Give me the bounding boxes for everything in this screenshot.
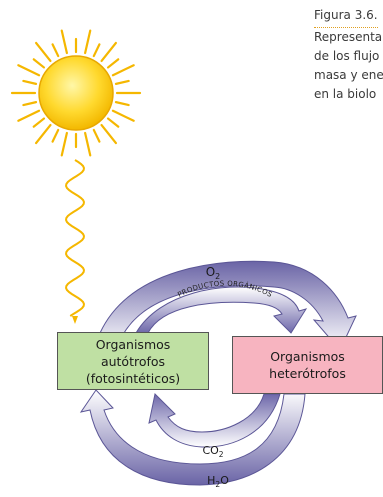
sun-ray: [92, 128, 101, 143]
sun-ray: [106, 58, 120, 69]
sun-ray: [106, 117, 120, 128]
sun-ray: [111, 64, 135, 77]
sun-ray: [22, 79, 38, 85]
organic-products-arrow: [135, 286, 308, 334]
caption-line: Representa: [314, 30, 383, 44]
h2o-arrow: [79, 389, 306, 486]
o2-label: O2: [206, 265, 221, 281]
sun-ray: [32, 117, 46, 128]
sun-ray: [34, 41, 52, 63]
sun-ray: [92, 43, 101, 58]
sun-ray: [114, 79, 130, 85]
autotrophs-line: (fotosintéticos): [85, 370, 181, 386]
caption-title: Figura 3.6.: [314, 6, 378, 28]
sun-ray: [34, 123, 52, 145]
sun-ray: [17, 109, 41, 122]
heterotrophs-line: heterótrofos: [269, 366, 346, 381]
caption-line: de los flujo: [314, 49, 380, 63]
figure-caption: Figura 3.6. Representa de los flujo masa…: [314, 6, 383, 104]
h2o-label: H2O: [207, 474, 229, 489]
caption-line: en la biolo: [314, 87, 377, 101]
sun-ray: [51, 43, 60, 58]
heterotrophs-box: Organismos heterótrofos: [232, 336, 383, 394]
autotrophs-line: autótrofos: [100, 353, 166, 369]
sun-ray: [51, 128, 60, 143]
co2-arrow: [148, 392, 281, 448]
sun-ray: [84, 29, 92, 55]
sun-ray: [100, 41, 118, 63]
co2-label: CO2: [202, 444, 223, 459]
sun-ray: [32, 58, 46, 69]
sun-ray: [60, 131, 68, 157]
sun-ray: [111, 109, 135, 122]
sun-ray: [22, 101, 38, 107]
caption-line: masa y ene: [314, 68, 383, 82]
o2-arrow: [99, 260, 357, 351]
sun-icon: [10, 29, 142, 157]
sun-ray: [100, 123, 118, 145]
sun-ray: [17, 64, 41, 77]
light-ray-arrowhead: [72, 316, 78, 324]
sun-ray: [84, 131, 92, 157]
autotrophs-box: Organismos autótrofos (fotosintéticos): [57, 332, 209, 390]
heterotrophs-line: Organismos: [270, 349, 345, 364]
autotrophs-line: Organismos: [95, 336, 171, 352]
sun-ray: [60, 29, 68, 55]
light-ray: [65, 159, 85, 324]
sun-ray: [114, 101, 130, 107]
